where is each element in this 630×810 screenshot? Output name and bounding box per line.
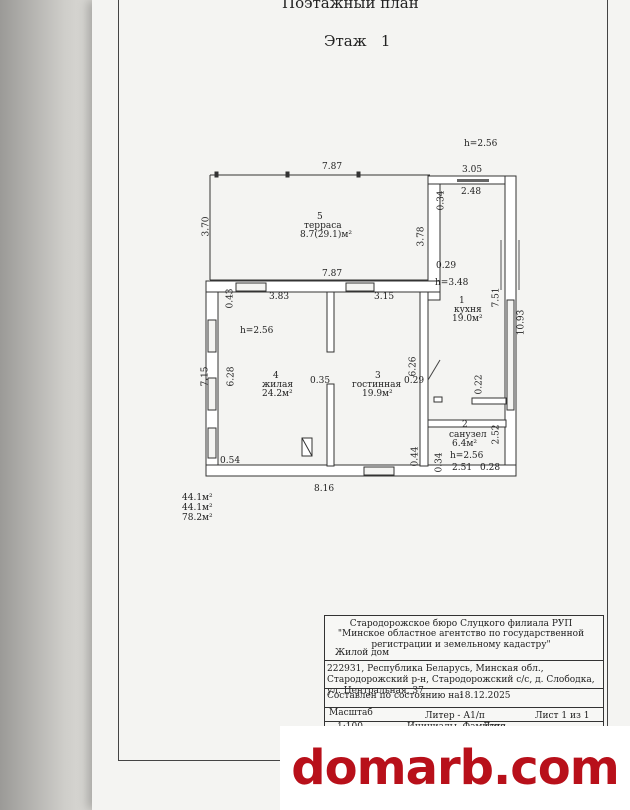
dim-378: 3.78 bbox=[416, 226, 427, 247]
room-4-area: 24.2м² bbox=[262, 389, 293, 399]
dim-054: 0.54 bbox=[220, 456, 241, 466]
dim-252: 2.52 bbox=[491, 424, 502, 445]
stamp-object: Жилой дом bbox=[335, 648, 390, 658]
dim-251: 2.51 bbox=[452, 463, 473, 473]
dim-626: 6.26 bbox=[408, 356, 419, 377]
dim-034a: 0.34 bbox=[436, 190, 447, 211]
room-3-number: 3 bbox=[375, 371, 381, 381]
stamp-date: 18.12.2025 bbox=[459, 691, 511, 701]
dim-315: 3.15 bbox=[374, 292, 395, 302]
room-4-number: 4 bbox=[273, 371, 279, 381]
dim-035: 0.35 bbox=[310, 376, 331, 386]
stamp-organization: Стародорожское бюро Слуцкого филиала РУП… bbox=[337, 619, 585, 650]
room-1-number: 1 bbox=[459, 296, 465, 306]
dim-h256a: h=2.56 bbox=[240, 326, 274, 336]
dim-022: 0.22 bbox=[474, 374, 485, 395]
dim-370: 3.70 bbox=[201, 216, 212, 237]
dim-248: 2.48 bbox=[461, 187, 482, 197]
dim-043: 0.43 bbox=[225, 288, 236, 309]
stamp-liter: Литер - А1/п bbox=[425, 711, 485, 721]
stamp-date-label: Составлен по состоянию на: bbox=[327, 691, 463, 701]
total-1: 44.1м² bbox=[182, 493, 213, 503]
room-3-name: гостинная bbox=[352, 380, 402, 390]
dim-top-h: h=2.56 bbox=[464, 139, 498, 149]
stamp-address: 222931, Республика Беларусь, Минская обл… bbox=[327, 664, 595, 696]
dim-028: 0.28 bbox=[480, 463, 501, 473]
stamp-sheet: Лист 1 из 1 bbox=[535, 711, 590, 721]
dim-h256b: h=2.56 bbox=[450, 451, 484, 461]
room-1-area: 19.0м² bbox=[452, 314, 483, 324]
dim-787-top: 7.87 bbox=[322, 162, 343, 172]
room-5-area: 8.7(29.1)м² bbox=[300, 230, 352, 240]
floor-label: Этаж 1 bbox=[324, 32, 391, 50]
floor-plan bbox=[205, 171, 520, 477]
dim-628: 6.28 bbox=[226, 366, 237, 387]
dim-383: 3.83 bbox=[269, 292, 290, 302]
dim-029a: 0.29 bbox=[436, 261, 457, 271]
dim-h348: h=3.48 bbox=[435, 278, 469, 288]
total-3: 78.2м² bbox=[182, 513, 213, 523]
room-4-name: жилая bbox=[262, 380, 294, 390]
dim-029b: 0.29 bbox=[404, 376, 425, 386]
room-2-name: санузел bbox=[449, 430, 487, 440]
dim-816: 8.16 bbox=[314, 484, 335, 494]
dim-715: 7.15 bbox=[200, 366, 211, 387]
room-3-area: 19.9м² bbox=[362, 389, 393, 399]
dim-305: 3.05 bbox=[462, 165, 483, 175]
watermark-text: domarb.com bbox=[291, 740, 619, 796]
room-1-name: кухня bbox=[454, 305, 482, 315]
dim-787-mid: 7.87 bbox=[322, 269, 343, 279]
dim-751: 7.51 bbox=[491, 287, 502, 308]
room-5-name: терраса bbox=[304, 221, 342, 231]
dim-044: 0.44 bbox=[410, 446, 421, 467]
stamp-scale-label: Масштаб bbox=[329, 708, 373, 718]
room-2-area: 6.4м² bbox=[452, 439, 477, 449]
dim-034b: 0.34 bbox=[434, 452, 445, 473]
watermark-logo: domarb.com bbox=[280, 726, 630, 810]
dim-1093: 10.93 bbox=[516, 309, 527, 336]
room-2-number: 2 bbox=[462, 420, 468, 430]
page-title: Поэтажный план bbox=[282, 0, 419, 12]
total-2: 44.1м² bbox=[182, 503, 213, 513]
room-5-number: 5 bbox=[317, 212, 323, 222]
document-sheet: Поэтажный план Этаж 1 bbox=[92, 0, 630, 810]
